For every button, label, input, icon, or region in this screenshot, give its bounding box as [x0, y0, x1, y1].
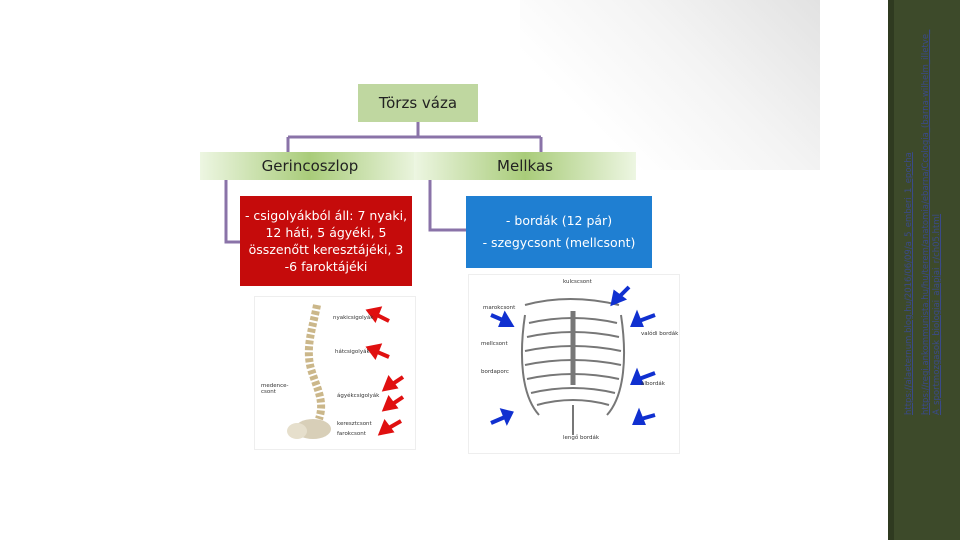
label-kulcscsont: kulcscsont: [563, 279, 592, 285]
label-lengo-bordak: lengő bordák: [563, 435, 600, 441]
branch-gerincoszlop: Gerincoszlop: [200, 152, 420, 180]
label-medencecsont: medence- csont: [261, 383, 289, 395]
root-label: Törzs váza: [378, 94, 458, 112]
source-link-1[interactable]: https://alaeternum.blog.hu/2016/06/09/a_…: [904, 152, 914, 415]
rib-cage-drawing: [490, 285, 656, 435]
label-nyakicsigolyak: nyakicsigolyák: [333, 315, 374, 321]
mellkas-line-bordak: - bordák (12 pár): [505, 213, 613, 228]
label-farokcsont: farokcsont: [337, 431, 366, 437]
source-link-3[interactable]: A_sportmozgasok_biologiai_alapjai_r/ch05…: [932, 213, 942, 415]
mellkas-description: - bordák (12 pár) - szegycsont (mellcson…: [466, 196, 652, 268]
mellkas-line-szegycsont: - szegycsont (mellcsont): [482, 235, 636, 250]
label-keresztcsont: keresztcsont: [337, 421, 372, 427]
label-hatcsigolyak: hátcsigolyák: [335, 349, 370, 355]
spine-drawing: [287, 304, 405, 439]
branch-gerincoszlop-label: Gerincoszlop: [261, 157, 359, 175]
label-albordak: álbordák: [641, 381, 665, 387]
label-bordaporc: bordaporc: [481, 369, 509, 375]
right-bar-stripe: [888, 0, 894, 540]
gerincoszlop-description-text: - csigolyákból áll: 7 nyaki, 12 háti, 5 …: [244, 208, 408, 274]
right-decorative-bar: [888, 0, 960, 540]
label-marokcsont: marokcsont: [483, 305, 516, 311]
source-link-2[interactable]: https://regi.ankommunista.hu/hu/terem/an…: [921, 29, 931, 415]
label-agyekcsigolyak: ágyékcsigolyák: [337, 393, 380, 399]
background-gradient: [520, 0, 820, 170]
branch-mellkas-label: Mellkas: [497, 157, 553, 175]
root-node: Törzs váza: [358, 84, 478, 122]
chest-illustration: kulcscsont marokcsont mellcsont valódi b…: [468, 274, 680, 454]
label-valodi-bordak: valódi bordák: [641, 331, 679, 337]
spine-illustration: nyakicsigolyák hátcsigolyák medence- cso…: [254, 296, 416, 450]
label-mellcsont: mellcsont: [481, 341, 508, 347]
branch-mellkas: Mellkas: [414, 152, 636, 180]
gerincoszlop-description: - csigolyákból áll: 7 nyaki, 12 háti, 5 …: [240, 196, 412, 286]
